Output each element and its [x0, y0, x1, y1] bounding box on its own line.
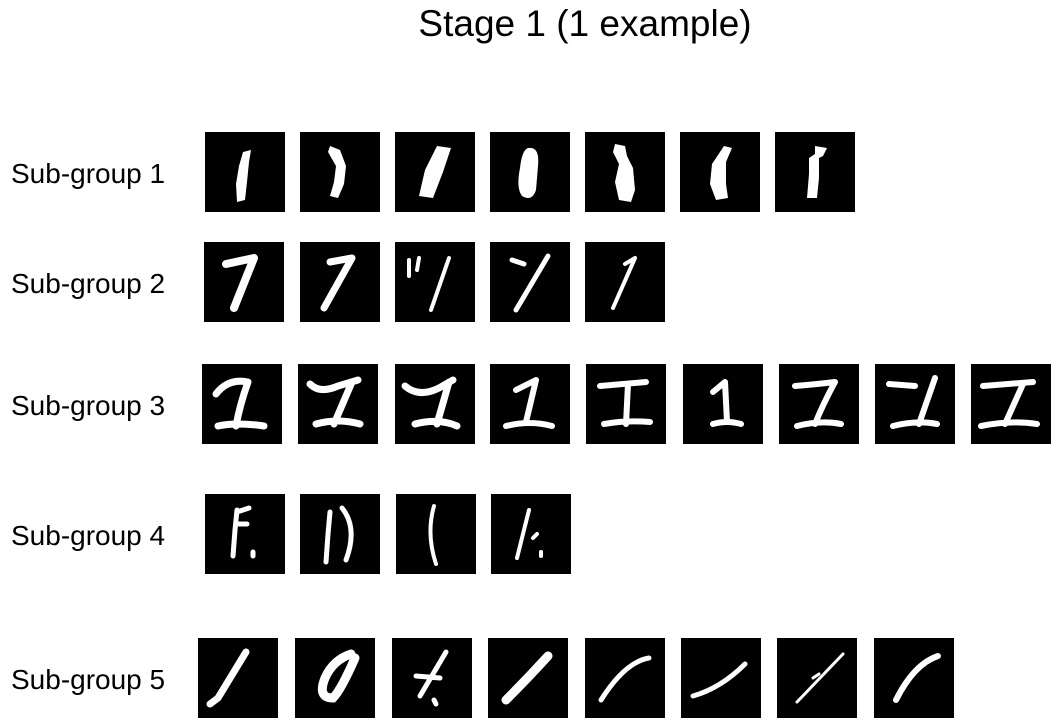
digit-image	[204, 242, 284, 322]
digit-image	[300, 242, 380, 322]
digit-image	[490, 132, 570, 212]
digit-image	[300, 132, 380, 212]
digit-image	[395, 364, 475, 444]
digit-image	[205, 132, 285, 212]
digit-image	[202, 364, 282, 444]
digit-image	[874, 638, 954, 718]
row-label-subgroup-5: Sub-group 5	[11, 664, 166, 695]
digit-image	[779, 364, 859, 444]
row-label-subgroup-3: Sub-group 3	[11, 390, 166, 421]
digit-image	[491, 494, 571, 574]
row-label-subgroup-4: Sub-group 4	[11, 520, 166, 551]
digit-image	[396, 494, 476, 574]
digit-image	[395, 132, 475, 212]
figure-title: Stage 1 (1 example)	[418, 3, 752, 44]
digit-image	[585, 638, 665, 718]
digit-image	[300, 494, 380, 574]
digit-image	[488, 638, 568, 718]
digit-image	[395, 242, 475, 322]
digit-image	[586, 364, 666, 444]
digit-image	[875, 364, 955, 444]
digit-image	[198, 638, 278, 718]
digit-image	[681, 638, 761, 718]
digit-image	[971, 364, 1051, 444]
digit-image	[490, 242, 570, 322]
digit-image	[490, 364, 570, 444]
row-label-subgroup-1: Sub-group 1	[11, 158, 166, 189]
digit-image	[775, 132, 855, 212]
digit-image	[683, 364, 763, 444]
digit-image	[295, 638, 375, 718]
row-label-subgroup-2: Sub-group 2	[11, 268, 166, 299]
digit-image	[585, 242, 665, 322]
digit-image	[392, 638, 472, 718]
digit-image	[298, 364, 378, 444]
digit-image	[777, 638, 857, 718]
digit-image	[585, 132, 665, 212]
digit-image	[205, 494, 285, 574]
digit-image	[680, 132, 760, 212]
